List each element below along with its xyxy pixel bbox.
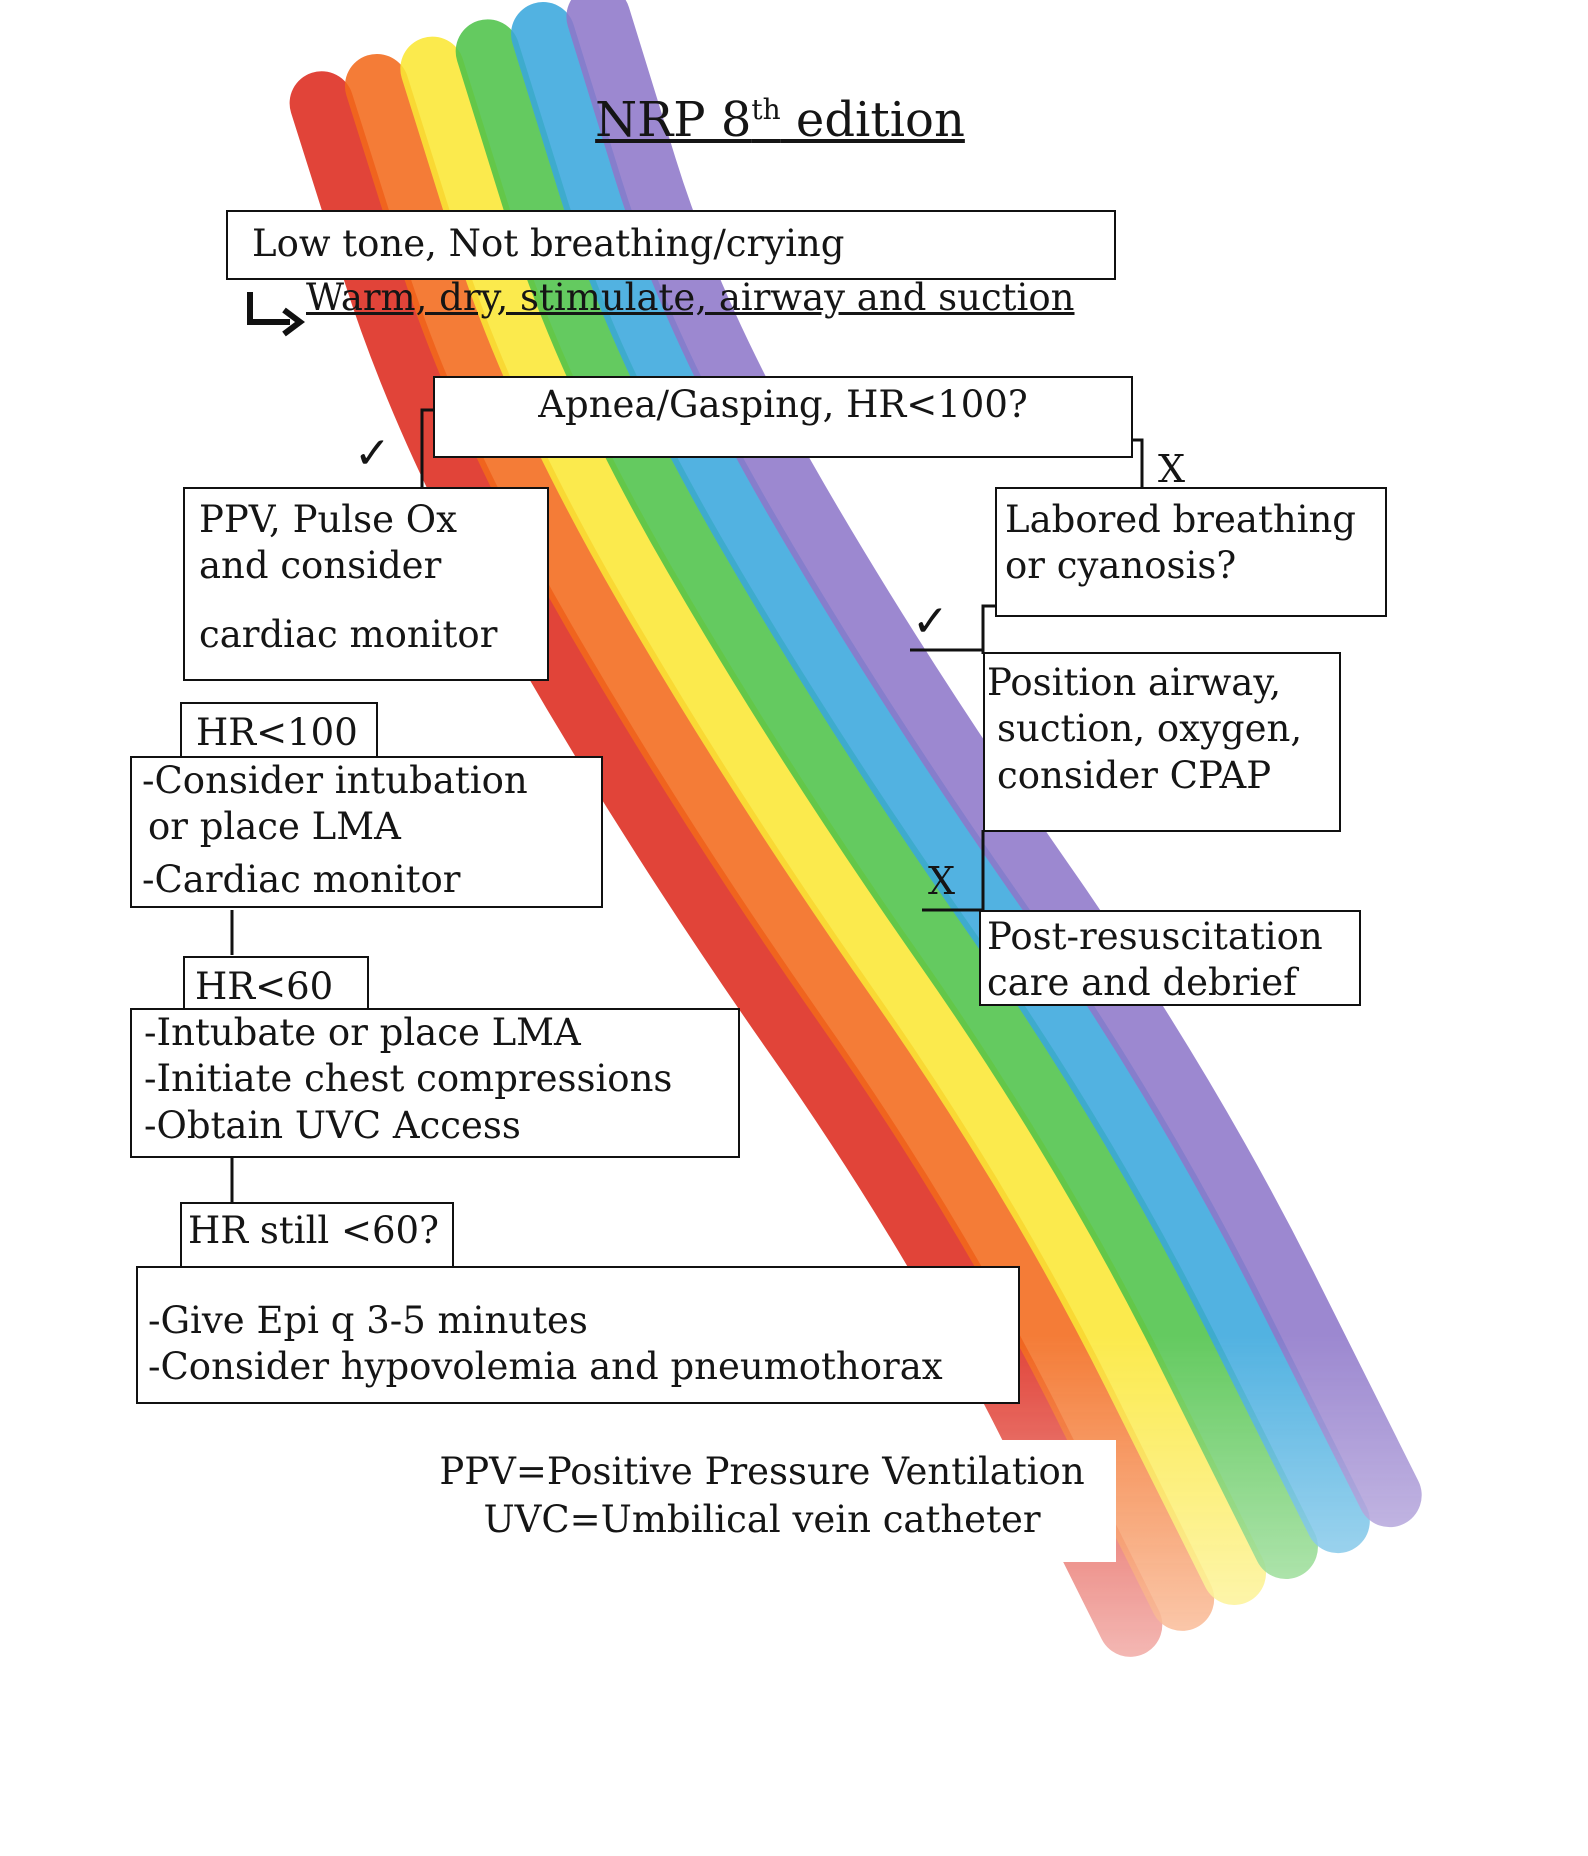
rainbow-stripe <box>511 2 1370 1554</box>
page-title: NRP 8th edition <box>595 92 965 148</box>
position-airway-box: Position airway, suction, oxygen, consid… <box>983 652 1341 832</box>
initial-steps-text: Warm, dry, stimulate, airway and suction <box>306 276 1075 319</box>
hr100-label-box: HR<100 <box>180 702 378 760</box>
rainbow-stripe <box>566 0 1422 1528</box>
yes-checkmark-icon: ✓ <box>354 428 391 479</box>
hr-still-label-box: HR still <60? <box>180 1202 454 1268</box>
post-resuscitation-box: Post-resuscitation care and debrief <box>979 910 1361 1006</box>
abbreviation-legend: PPV=Positive Pressure Ventilation UVC=Um… <box>408 1440 1116 1562</box>
start-box: Low tone, Not breathing/crying <box>226 210 1116 280</box>
rainbow-stripe <box>455 19 1318 1580</box>
hr100-actions-box: -Consider intubation or place LMA -Cardi… <box>130 756 603 908</box>
hr60-label-box: HR<60 <box>183 956 369 1012</box>
legend-ppv: PPV=Positive Pressure Ventilation <box>439 1450 1085 1493</box>
hr-still-actions-box: -Give Epi q 3-5 minutes -Consider hypovo… <box>136 1266 1020 1404</box>
hr60-actions-box: -Intubate or place LMA -Initiate chest c… <box>130 1008 740 1158</box>
legend-uvc: UVC=Umbilical vein catheter <box>483 1498 1041 1542</box>
no-x-icon: X <box>1158 447 1186 491</box>
labored-check-box: Labored breathing or cyanosis? <box>995 487 1387 617</box>
ppv-box: PPV, Pulse Ox and consider cardiac monit… <box>183 487 549 681</box>
apnea-check-box: Apnea/Gasping, HR<100? <box>433 376 1133 458</box>
no-x-icon: X <box>928 859 956 903</box>
yes-checkmark-icon: ✓ <box>912 596 949 647</box>
